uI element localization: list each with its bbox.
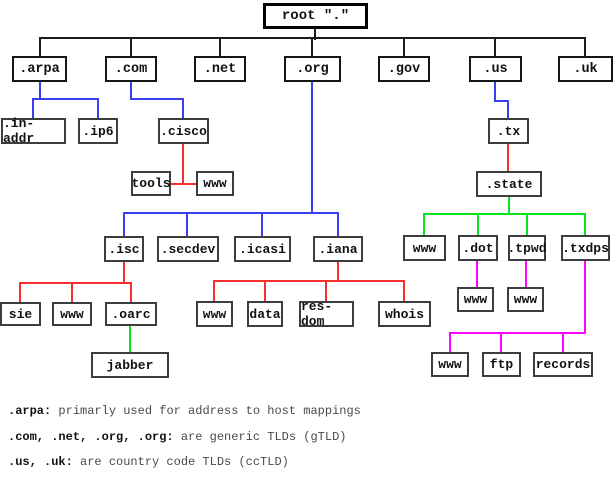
connector-line-red: [130, 282, 132, 303]
node-isc: .isc: [104, 236, 144, 262]
connector-line-green: [129, 325, 131, 353]
connector-line-blue: [261, 212, 263, 237]
connector-line-magenta: [500, 332, 502, 353]
node-tools: tools: [131, 171, 171, 196]
legend-line-1: .arpa: primarly used for address to host…: [8, 404, 361, 418]
node-arpa: .arpa: [12, 56, 67, 82]
connector-line-blue: [507, 100, 509, 119]
node-ip6: .ip6: [78, 118, 118, 144]
connector-line-black: [494, 37, 496, 57]
connector-line-blue: [186, 212, 188, 237]
legend-description: are country code TLDs (ccTLD): [72, 455, 289, 469]
connector-line-magenta: [476, 260, 478, 288]
node-com: .com: [105, 56, 157, 82]
connector-line-blue: [123, 212, 339, 214]
connector-line-red: [403, 280, 405, 302]
connector-line-black: [584, 37, 586, 57]
node-www-dot: www: [457, 287, 494, 312]
connector-line-red: [71, 282, 73, 303]
node-records: records: [533, 352, 593, 377]
connector-line-red: [213, 280, 215, 302]
connector-line-blue: [130, 81, 132, 100]
connector-line-black: [39, 37, 41, 57]
connector-line-red: [182, 143, 184, 185]
connector-line-blue: [130, 98, 184, 100]
node-www-txdps: www: [431, 352, 469, 377]
legend-line-2: .com, .net, .org, .org: are generic TLDs…: [8, 430, 361, 444]
connector-line-black: [403, 37, 405, 57]
node-dot: .dot: [458, 235, 498, 261]
connector-line-red: [325, 280, 327, 302]
connector-line-red: [264, 280, 266, 302]
connector-line-black: [314, 28, 316, 40]
connector-line-blue: [182, 98, 184, 119]
connector-line-black: [130, 37, 132, 57]
node-whois: whois: [378, 301, 431, 327]
connector-line-blue: [123, 212, 125, 237]
connector-line-blue: [337, 212, 339, 237]
legend-term: .com, .net, .org, .org:: [8, 429, 174, 444]
connector-line-red: [19, 282, 132, 284]
node-tx: .tx: [488, 118, 529, 144]
node-www-cisco: www: [196, 171, 234, 196]
node-www-state: www: [403, 235, 446, 261]
connector-line-green: [584, 213, 586, 236]
node-net: .net: [194, 56, 246, 82]
connector-line-green: [526, 213, 528, 236]
connector-line-red: [19, 282, 21, 303]
node-in-addr: .in-addr: [1, 116, 66, 146]
legend-description: are generic TLDs (gTLD): [173, 429, 347, 444]
connector-line-red: [507, 143, 509, 172]
node-org: .org: [284, 56, 341, 82]
connector-line-blue: [494, 100, 509, 102]
node-icasi: .icasi: [234, 236, 291, 262]
connector-line-blue: [39, 81, 41, 100]
node-uk: .uk: [558, 56, 613, 82]
legend-line-3: .us, .uk: are country code TLDs (ccTLD): [8, 455, 361, 469]
connector-line-green: [477, 213, 479, 236]
legend: .arpa: primarly used for address to host…: [8, 404, 361, 481]
legend-term: .arpa:: [8, 404, 52, 418]
connector-line-green: [508, 196, 510, 215]
node-gov: .gov: [378, 56, 430, 82]
connector-line-red: [213, 280, 405, 282]
connector-line-magenta: [449, 332, 586, 334]
node-state: .state: [476, 171, 542, 197]
connector-line-red: [123, 261, 125, 284]
node-cisco: .cisco: [158, 118, 209, 144]
connector-line-green: [423, 213, 425, 236]
node-www-isc: www: [52, 302, 92, 326]
connector-line-magenta: [449, 332, 451, 353]
legend-term: .us, .uk:: [8, 455, 73, 469]
node-txdps: .txdps: [561, 235, 610, 261]
node-www-iana: www: [196, 301, 233, 327]
node-secdev: .secdev: [157, 236, 219, 262]
node-res-dom: res-dom: [299, 299, 354, 329]
node-jabber: jabber: [91, 352, 169, 378]
node-sie: sie: [0, 302, 41, 326]
node-iana: .iana: [313, 236, 363, 262]
connector-line-magenta: [584, 260, 586, 334]
node-www-tpwd: www: [507, 287, 544, 312]
connector-line-magenta: [562, 332, 564, 353]
node-ftp: ftp: [482, 352, 521, 377]
node-us: .us: [469, 56, 522, 82]
connector-line-blue: [32, 98, 99, 100]
node-tpwd: .tpwd: [508, 235, 547, 261]
legend-description: primarly used for address to host mappin…: [51, 404, 361, 418]
connector-line-blue: [311, 81, 313, 214]
connector-line-red: [170, 183, 197, 185]
connector-line-black: [219, 37, 221, 57]
connector-line-magenta: [525, 260, 527, 288]
node-data: data: [247, 301, 283, 327]
connector-line-red: [337, 261, 339, 282]
connector-line-blue: [97, 98, 99, 119]
node-oarc: .oarc: [105, 302, 157, 326]
connector-line-green: [423, 213, 586, 215]
connector-line-blue: [494, 81, 496, 102]
connector-line-blue: [32, 98, 34, 119]
connector-line-black: [311, 37, 313, 57]
node-root: root ".": [263, 3, 368, 29]
